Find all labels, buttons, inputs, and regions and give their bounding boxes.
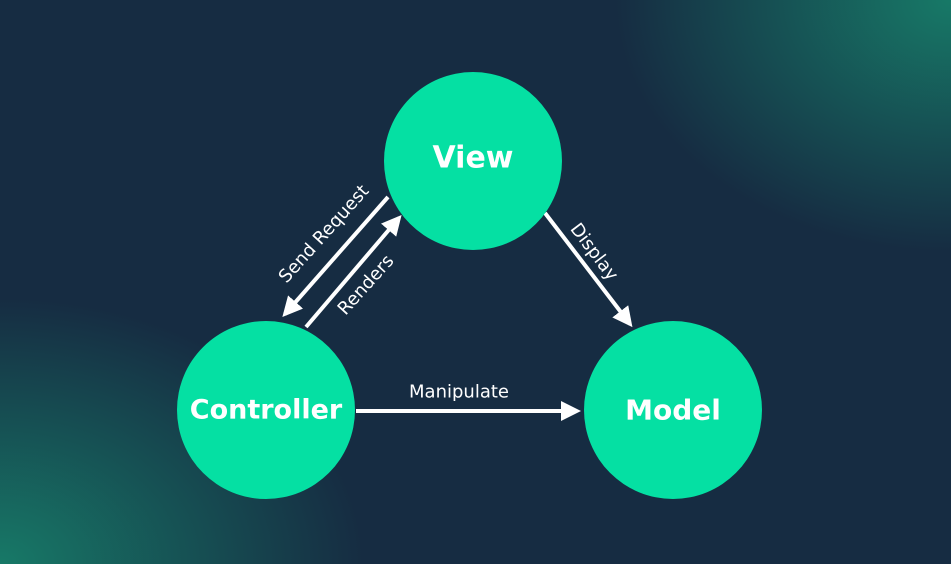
node-model: Model [584, 321, 762, 499]
edge-manipulate: Manipulate [356, 382, 581, 421]
model-circle [584, 321, 762, 499]
node-view: View [384, 72, 562, 250]
view-label: View [432, 141, 513, 176]
renders-arrow [304, 214, 402, 329]
model-label: Model [625, 394, 721, 427]
view-circle [384, 72, 562, 250]
send-request-arrow [282, 195, 390, 318]
display-arrow [543, 211, 633, 328]
edge-display: Display [543, 211, 633, 328]
node-controller: Controller [177, 321, 355, 499]
controller-circle [177, 321, 355, 499]
manipulate-label: Manipulate [409, 382, 509, 403]
controller-label: Controller [190, 395, 343, 426]
